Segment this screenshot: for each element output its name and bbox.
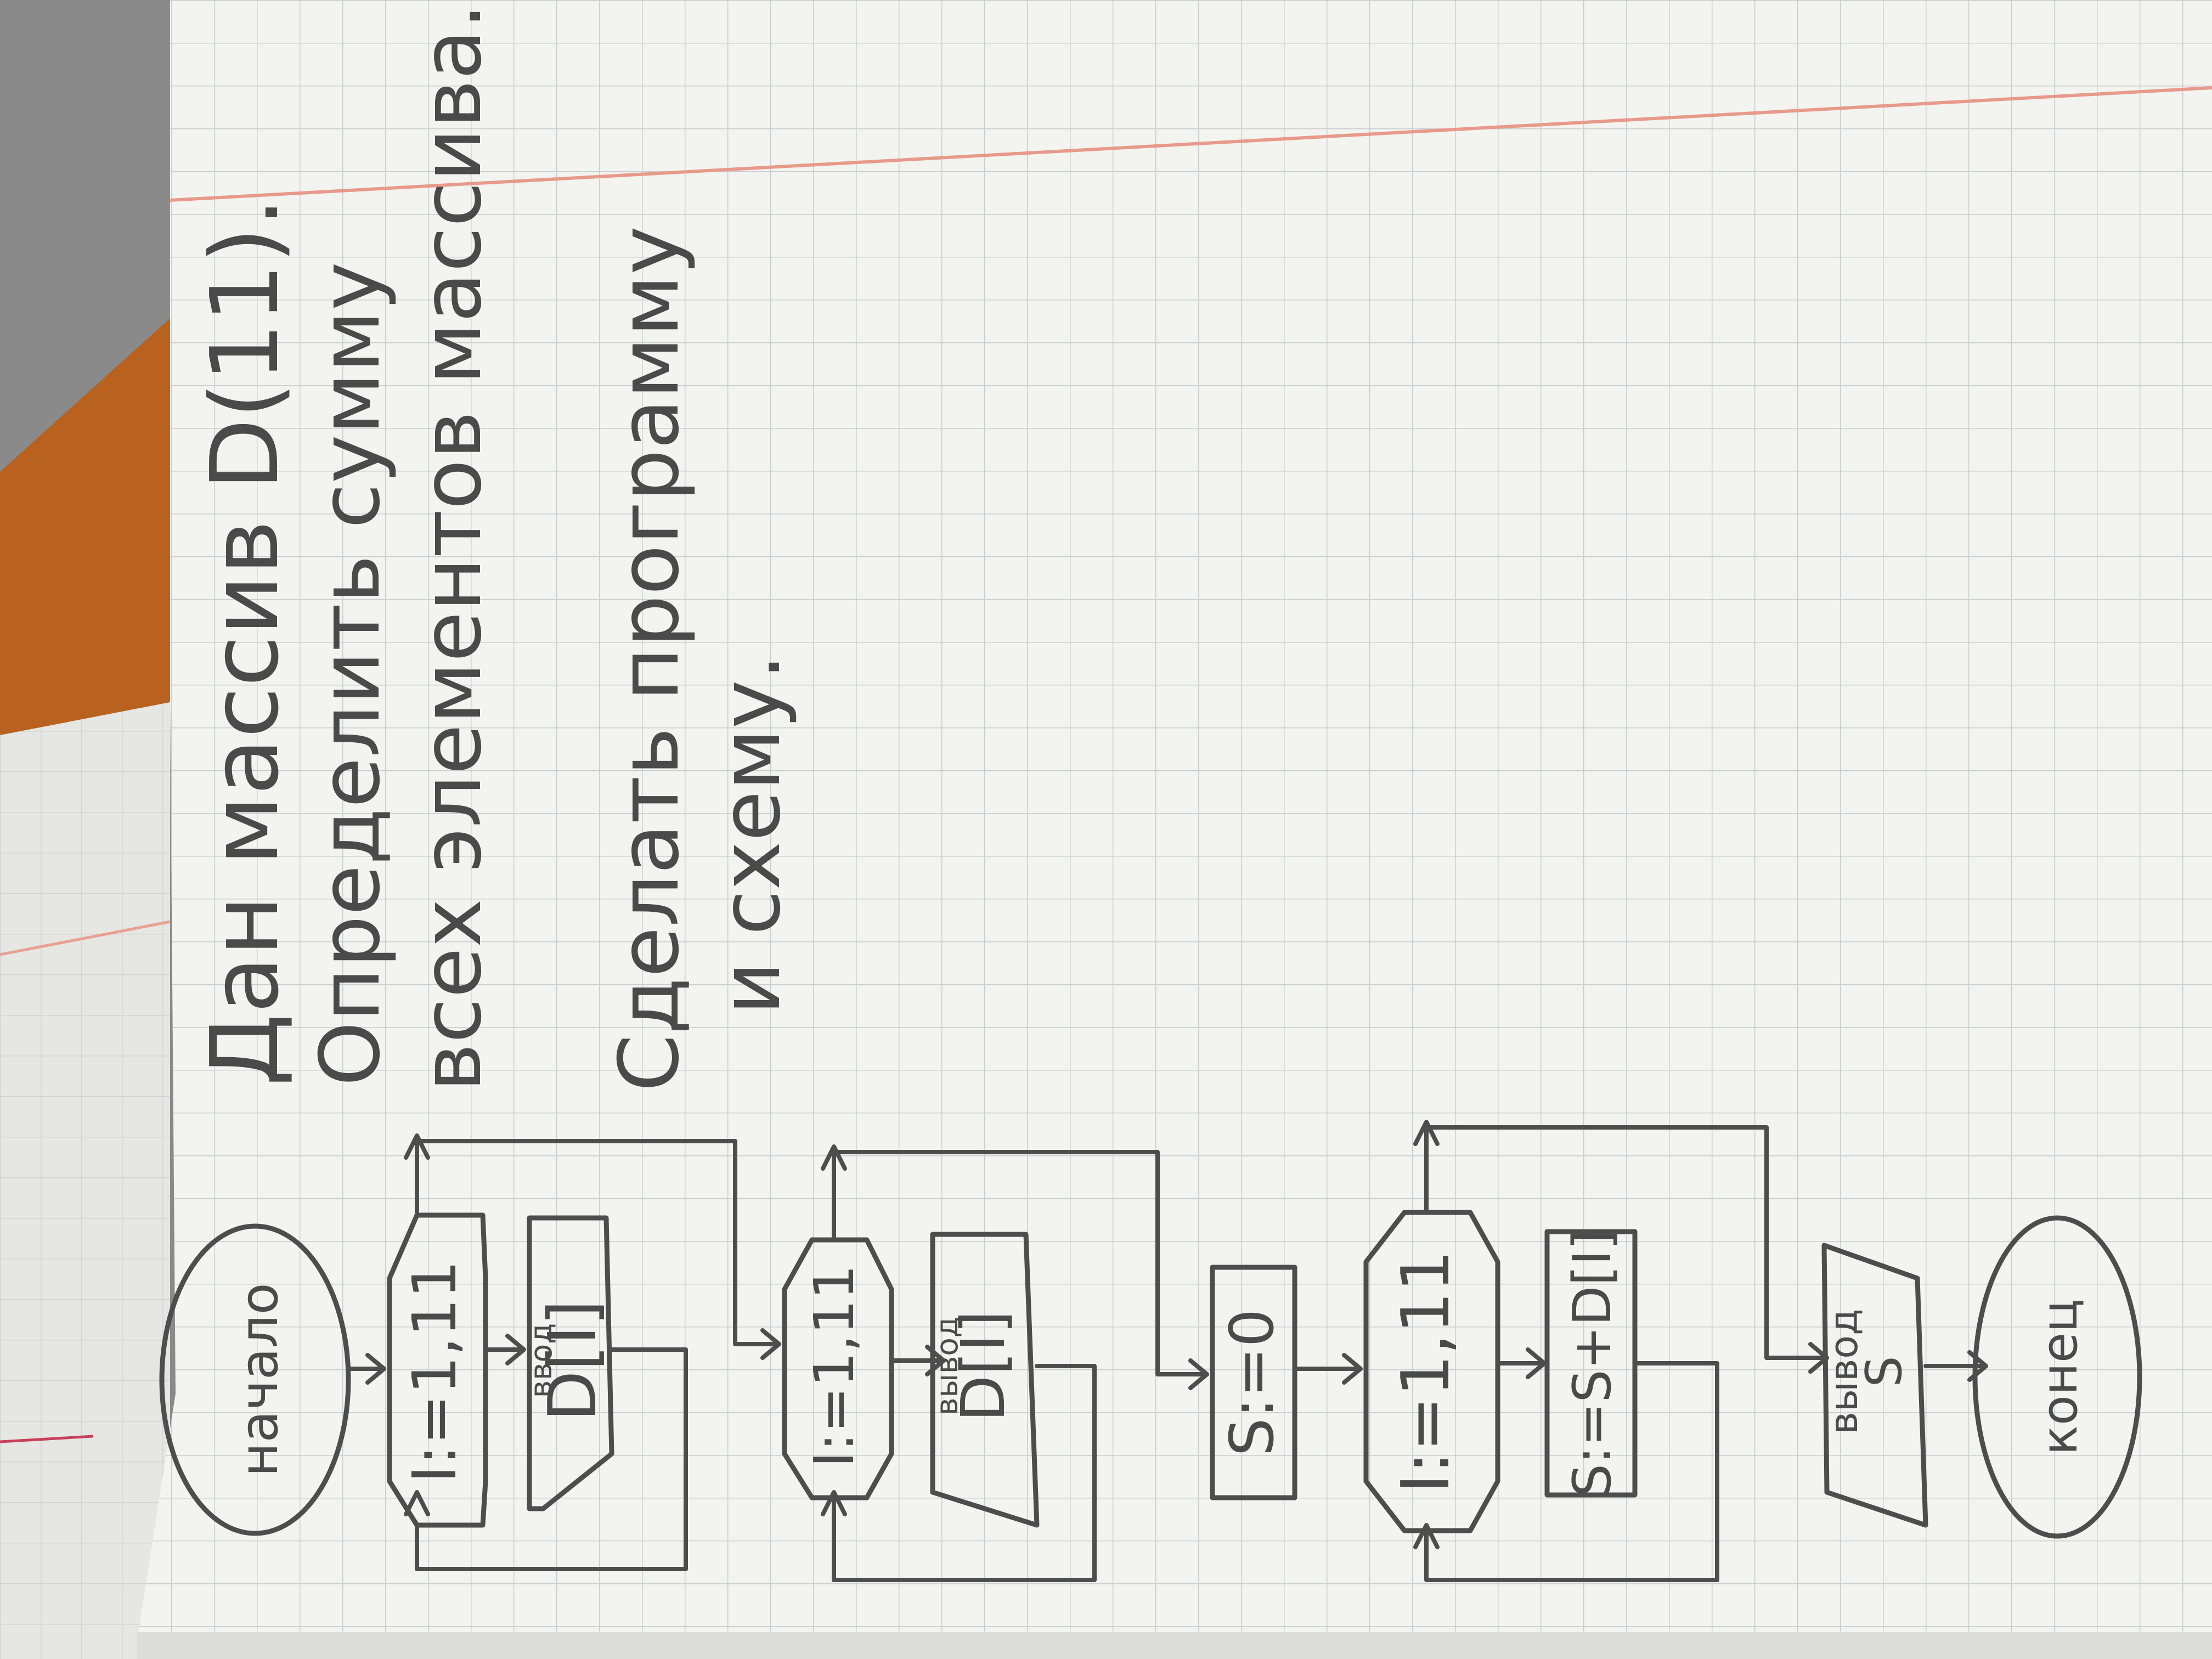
loop2-block: I:=1,11: [782, 1237, 894, 1500]
loop1-block: I:=1,11: [387, 1212, 488, 1528]
task-line-4: Сделать программу: [602, 226, 697, 1092]
task-line-1: Дан массив D(11).: [191, 198, 300, 1086]
loop3-return-path: [1424, 1361, 1719, 1582]
end-terminal: конец: [1972, 1215, 2142, 1539]
page-bottom-shadow: [137, 1632, 2212, 1659]
lower-page-red-mark: [0, 1435, 94, 1443]
start-label: начало: [229, 1283, 290, 1477]
loop1-hexagon: [387, 1212, 488, 1528]
start-ellipse: [159, 1223, 351, 1536]
end-ellipse: [1972, 1215, 2142, 1539]
wooden-table: [0, 318, 170, 735]
arrow-loop1-input1: [483, 1334, 526, 1365]
task-line-5: и схему.: [703, 654, 799, 1015]
output1-note: вывод: [929, 1317, 964, 1415]
loop2-hexagon: [782, 1237, 894, 1500]
init-sum-label: S:=0: [1217, 1308, 1287, 1456]
loop2-exit-arrowhead: [821, 1144, 847, 1171]
accumulate-label: S:=S+D[I]: [1562, 1229, 1623, 1497]
output1-block: вывод D[I]: [929, 1232, 1040, 1528]
loop1-exit-arrowhead: [404, 1133, 430, 1160]
lower-page-grid: [0, 702, 170, 1659]
loop3-return-arrowhead: [1413, 1523, 1440, 1549]
page-margin-line: [170, 86, 2212, 202]
end-label: конец: [2031, 1299, 2089, 1455]
output2-parallelogram: [1821, 1243, 1928, 1528]
arrow-loop3-accumulate: [1496, 1347, 1547, 1379]
init-sum-block: S:=0: [1210, 1265, 1297, 1500]
arrow-start-loop1: [346, 1353, 386, 1385]
arrow-init-loop3: [1293, 1353, 1363, 1385]
loop1-return-arrowhead: [404, 1490, 430, 1516]
loop3-block: I:=1,11: [1363, 1210, 1500, 1533]
output2-note: вывод: [1821, 1308, 1866, 1434]
input1-block: ввод D[I]: [523, 1215, 614, 1511]
start-terminal: начало: [159, 1223, 351, 1536]
loop2-return-path: [832, 1364, 1097, 1582]
output2-block: вывод S: [1821, 1243, 1928, 1528]
input1-label: D[I]: [535, 1300, 611, 1421]
output1-label: D[I]: [948, 1311, 1018, 1422]
input1-parallelogram: [527, 1215, 614, 1511]
loop2-exit-path: [832, 1150, 1209, 1390]
page-grid: [137, 0, 2212, 1659]
loop2-label: I:=1,11: [802, 1265, 866, 1468]
loop3-hexagon: [1363, 1210, 1500, 1533]
loop2-return-arrowhead: [821, 1490, 847, 1516]
input1-note: ввод: [523, 1323, 558, 1398]
loop1-return-path: [415, 1347, 688, 1571]
output1-parallelogram: [930, 1232, 1040, 1528]
task-text: Дан массив D(11). Определить сумму всех …: [191, 3, 799, 1092]
accumulate-block: S:=S+D[I]: [1544, 1229, 1638, 1498]
loop1-exit-path: [415, 1139, 781, 1360]
lower-page-margin-line: [0, 920, 171, 956]
loop3-label: I:=1,11: [1388, 1250, 1464, 1493]
task-line-3: всех элементов массива.: [404, 3, 500, 1092]
flowchart: начало I:=1,11 ввод D[I] I:=1,11 вывод: [159, 1120, 2142, 1582]
notebook-page: [137, 0, 2212, 1659]
init-sum-rect: [1210, 1265, 1297, 1500]
task-line-2: Определить сумму: [303, 262, 398, 1086]
loop3-exit-arrowhead: [1413, 1120, 1440, 1146]
output2-label: S: [1855, 1356, 1913, 1387]
loop1-label: I:=1,11: [399, 1260, 470, 1483]
